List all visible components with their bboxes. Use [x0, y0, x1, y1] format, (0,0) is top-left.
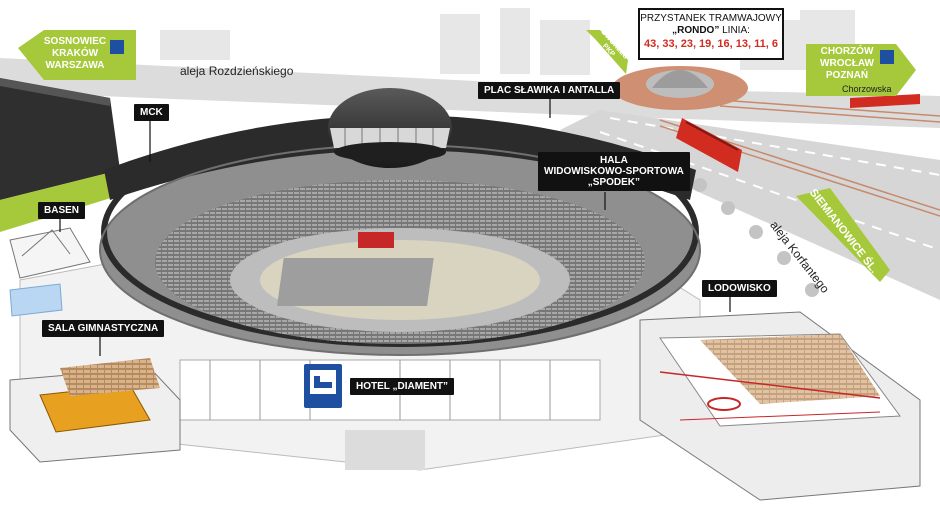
- street-rozdzienskiego: aleja Rozdzieńskiego: [180, 64, 294, 78]
- sala-gimnastyczna: [9, 358, 181, 463]
- sign-line: SOSNOWIEC: [43, 36, 107, 47]
- tram-icon: [676, 94, 920, 172]
- tram-stop-info: PRZYSTANEK TRAMWAJOWY „RONDO” LINIA: 43,…: [638, 8, 784, 60]
- label-hotel: HOTEL „DIAMENT”: [350, 378, 455, 395]
- label-line: WIDOWISKOWO-SPORTOWA: [544, 166, 684, 177]
- tram-stop-rondo: „RONDO”: [672, 25, 720, 36]
- label-line: HALA: [600, 155, 628, 166]
- callout-lines: [59, 96, 731, 356]
- tram-stop-name: „RONDO” LINIA:: [640, 25, 782, 37]
- sign-line: WROCŁAW: [820, 58, 874, 69]
- tram-roundabout: [612, 66, 748, 110]
- label-line: „SPODEK”: [587, 177, 641, 188]
- sign-line: KRAKÓW: [51, 48, 99, 59]
- tram-stop-title: PRZYSTANEK TRAMWAJOWY: [640, 13, 782, 24]
- lodowisko-building: [639, 311, 921, 501]
- label-plac: PLAC SŁAWIKA I ANTALLA: [478, 82, 621, 99]
- label-mck: MCK: [134, 104, 169, 121]
- sign-line: CHORZÓW: [820, 46, 874, 57]
- label-lodowisko: LODOWISKO: [702, 280, 777, 297]
- sign-line: POZNAŃ: [825, 70, 869, 81]
- label-hala: HALA WIDOWISKOWO-SPORTOWA „SPODEK”: [538, 152, 690, 191]
- label-sala: SALA GIMNASTYCZNA: [42, 320, 165, 337]
- tram-lines: 43, 33, 23, 19, 16, 13, 11, 6: [644, 38, 778, 50]
- sign-sosnowiec: SOSNOWIEC KRAKÓW WARSZAWA: [40, 36, 110, 72]
- spodek-arena: [99, 115, 701, 356]
- direction-signs: [18, 30, 916, 282]
- basen-building: [9, 227, 91, 317]
- street-chorzowska: Chorzowska: [842, 84, 892, 94]
- spodek-dome: [328, 88, 452, 168]
- tram-stop-linia: LINIA:: [722, 25, 750, 36]
- sign-chorzow: CHORZÓW WROCŁAW POZNAŃ: [812, 46, 882, 82]
- hotel-icon: [304, 364, 342, 408]
- label-basen: BASEN: [38, 202, 86, 219]
- sign-line: WARSZAWA: [45, 60, 105, 71]
